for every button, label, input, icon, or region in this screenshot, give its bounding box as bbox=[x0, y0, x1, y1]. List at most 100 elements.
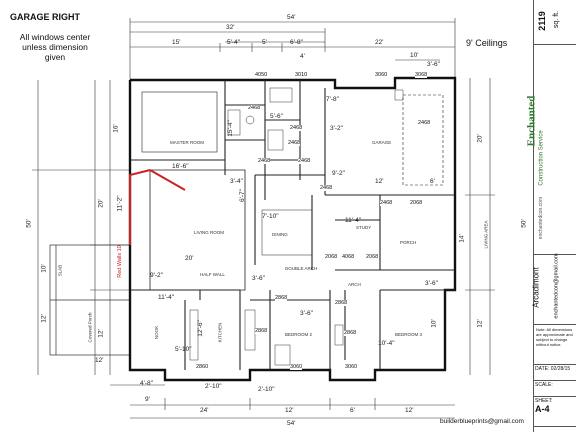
window-callout: 2468 bbox=[290, 125, 303, 131]
dim-top-seg3: 5' bbox=[262, 39, 267, 46]
room-half-wall: HALF WALL bbox=[200, 272, 225, 277]
dim-right-d2: 14' bbox=[458, 234, 466, 243]
room-covered-porch: Covered Porch bbox=[87, 312, 93, 343]
dim-right-overall: 50' bbox=[520, 219, 528, 228]
sqft-cell: 2119 sq. ft. bbox=[534, 0, 576, 45]
dim-int-b: 20' bbox=[185, 255, 194, 262]
dim-top-seg7: 10' bbox=[410, 52, 419, 59]
dim-bottom-seg9: 12' bbox=[95, 357, 104, 364]
disclaimer-text: Note: All dimensions are approximate and… bbox=[536, 327, 573, 347]
window-callout: 2468 bbox=[298, 158, 311, 164]
window-callout: 2068 bbox=[325, 254, 338, 260]
dim-bottom-seg3: 12' bbox=[285, 407, 294, 414]
room-bed2: BEDROOM 2 bbox=[285, 332, 313, 337]
plan-name: Arcadimont bbox=[531, 267, 541, 308]
dim-bottom-seg4: 6' bbox=[350, 407, 355, 414]
dim-int-r: 3'-2" bbox=[330, 125, 343, 132]
window-callout: 2468 bbox=[418, 120, 431, 126]
brand-name: Enchanted bbox=[525, 95, 538, 147]
room-kitchen: KITCHEN bbox=[217, 322, 223, 343]
room-porch: PORCH bbox=[400, 240, 417, 245]
sqft-label: sq. ft. bbox=[553, 10, 561, 29]
dim-left-d7: 15'-4" bbox=[226, 120, 234, 137]
window-callout: 2468 bbox=[248, 105, 261, 111]
date-label: DATE: bbox=[535, 366, 550, 372]
sheet-number: A-4 bbox=[535, 404, 550, 414]
dim-right-d3: 12' bbox=[476, 319, 484, 328]
dim-bottom-seg8: 2'-10" bbox=[258, 386, 275, 393]
dim-top-seg5: 22' bbox=[375, 39, 384, 46]
dim-bottom-seg2: 24' bbox=[200, 407, 209, 414]
scale-cell: SCALE: bbox=[534, 381, 576, 397]
windows-note: All windows center unless dimension give… bbox=[10, 32, 100, 62]
living-area-label: LIVING AREA bbox=[483, 220, 489, 249]
right-dimension-lines bbox=[465, 78, 495, 375]
red-walls bbox=[129, 169, 186, 245]
scale-label: SCALE: bbox=[535, 382, 553, 388]
red-walls-label: Red Walls 10' bbox=[116, 244, 123, 278]
dim-right-d5: 3'-6" bbox=[425, 280, 438, 287]
dim-bottom-seg7: 2'-10" bbox=[205, 383, 222, 390]
contact-email: enchantedcon@gmail.com bbox=[553, 253, 560, 319]
dim-int-p: 7'-8" bbox=[326, 96, 339, 103]
interior-walls bbox=[130, 80, 455, 370]
dim-right-d4: 10' bbox=[430, 319, 438, 328]
window-callout: 4050 bbox=[255, 72, 268, 78]
window-callout: 3060 bbox=[375, 72, 388, 78]
dim-int-j: 6' bbox=[430, 178, 435, 185]
window-callout: 3060 bbox=[345, 364, 358, 370]
dim-left-d5: 12' bbox=[97, 329, 105, 338]
date-value: 02/28/15 bbox=[550, 366, 571, 372]
dim-top-seg1: 15' bbox=[172, 39, 181, 46]
windows-note-line1: All windows center bbox=[19, 32, 91, 42]
windows-note-line3: given bbox=[44, 52, 66, 62]
dim-left-d1: 20' bbox=[97, 199, 105, 208]
dim-left-overall: 50' bbox=[25, 219, 33, 228]
footer-email: builderblueprints@gmail.com bbox=[440, 418, 524, 425]
dim-int-f: 5'-10" bbox=[175, 346, 192, 353]
sqft-value: 2119 bbox=[536, 11, 547, 31]
sheet-cell: SHEET: A-4 bbox=[534, 397, 576, 427]
title-block: 2119 sq. ft. Enchanted Construction Serv… bbox=[525, 0, 576, 432]
window-callout: 2068 bbox=[410, 200, 423, 206]
room-nook: NOOK bbox=[154, 325, 160, 340]
dim-int-k: 6'-7" bbox=[238, 189, 246, 202]
dim-bottom-overall: 54' bbox=[287, 420, 296, 427]
dim-top-seg6: 4' bbox=[300, 53, 305, 60]
dim-int-e: 12'-6" bbox=[196, 320, 204, 337]
dim-left-d3: 10' bbox=[40, 264, 48, 273]
dim-int-c: 9'-2" bbox=[150, 272, 163, 279]
room-study: STUDY bbox=[356, 225, 372, 230]
plan-name-cell: Arcadimont enchantedcon@gmail.com bbox=[531, 253, 576, 325]
dim-left-d4: 12' bbox=[40, 314, 48, 323]
disclaimer-cell: Note: All dimensions are approximate and… bbox=[534, 325, 576, 365]
window-callout: 2468 bbox=[320, 185, 333, 191]
dim-int-m: 3'-6" bbox=[252, 275, 265, 282]
window-callout: 2468 bbox=[288, 140, 301, 146]
dim-int-l: 9'-2" bbox=[332, 170, 345, 177]
dim-top-seg4: 6'-8" bbox=[290, 39, 303, 46]
dim-int-o: 10'-4" bbox=[378, 340, 395, 347]
window-callout: 2868 bbox=[335, 300, 348, 306]
room-dining: DINING bbox=[272, 232, 288, 237]
dim-int-h: 11'-4" bbox=[345, 217, 362, 224]
window-callout: 2860 bbox=[196, 364, 209, 370]
window-callout: 3010 bbox=[295, 72, 308, 78]
top-dimension-lines bbox=[129, 18, 456, 80]
window-callout: 2868 bbox=[255, 328, 268, 334]
room-garage: GARAGE bbox=[372, 140, 392, 145]
dim-int-n: 3'-6" bbox=[300, 310, 313, 317]
brand-tagline: Construction Service bbox=[538, 130, 545, 186]
dim-right-d1: 20' bbox=[476, 134, 484, 143]
brand-site: enchantedcon.com bbox=[538, 196, 545, 240]
dim-left-d2: 11'-2" bbox=[116, 195, 124, 212]
date-cell: DATE: 02/28/15 bbox=[534, 365, 576, 381]
plan-title: GARAGE RIGHT bbox=[10, 12, 81, 22]
dim-top-overall: 54' bbox=[287, 14, 296, 21]
dim-top-seg2: 5'-4" bbox=[227, 39, 240, 46]
bottom-dimension-lines bbox=[110, 384, 455, 419]
window-callout: 2868 bbox=[275, 295, 288, 301]
dim-left-d6: 16' bbox=[112, 124, 120, 133]
ceiling-note: 9' Ceilings bbox=[466, 38, 508, 48]
room-arch: ARCH bbox=[348, 282, 361, 287]
